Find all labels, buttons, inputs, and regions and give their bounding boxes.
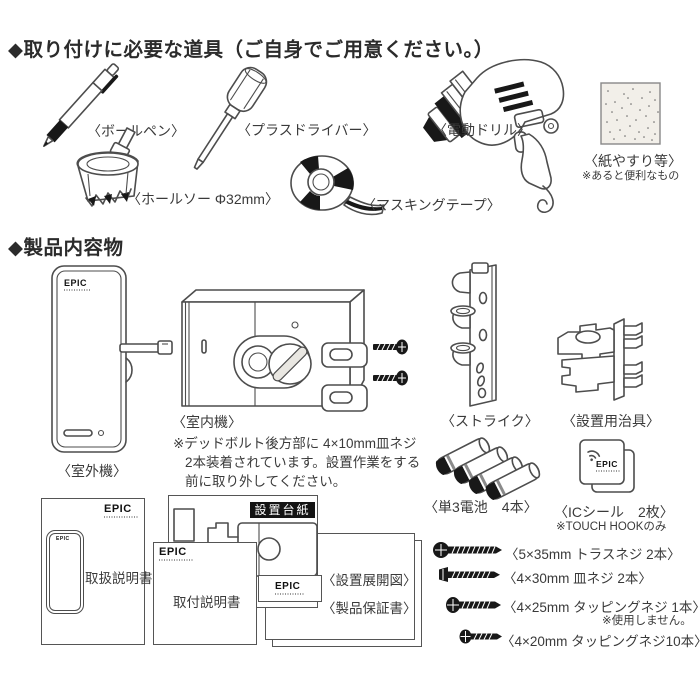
hole-saw-illustration bbox=[76, 127, 139, 207]
install-manual-label: 取付説明書 bbox=[173, 595, 241, 610]
pen-label: 〈ボールペン〉 bbox=[87, 123, 185, 139]
epic-logo-subline bbox=[596, 469, 620, 472]
handling-manual-cover-device-picture: EPIC bbox=[46, 530, 84, 614]
epic-logo-text: EPIC bbox=[159, 546, 187, 558]
ic-seal-note: ※TOUCH HOOKのみ bbox=[556, 521, 667, 533]
masking-tape-illustration bbox=[290, 155, 385, 216]
device-picture-inner-frame bbox=[49, 533, 81, 611]
contents-section-title: ◆製品内容物 bbox=[8, 237, 124, 259]
epic-logo-text: EPIC bbox=[104, 503, 132, 515]
epic-logo-subline bbox=[104, 516, 138, 518]
sandpaper-label: 〈紙やすり等〉 bbox=[584, 153, 682, 169]
tapping-screw-20-label: 〈4×20mm タッピングネジ10本〉 bbox=[501, 634, 700, 649]
ballpoint-pen-illustration bbox=[43, 63, 120, 147]
electric-drill-illustration bbox=[423, 58, 565, 213]
epic-logo-text: EPIC bbox=[64, 278, 88, 288]
indoor-unit-label: 〈室内機〉 bbox=[172, 414, 242, 430]
epic-logo-subline bbox=[64, 289, 90, 291]
phillips-screwdriver-illustration bbox=[193, 66, 268, 170]
layout-sheet-label: 〈設置展開図〉 bbox=[322, 573, 417, 588]
warranty-label: 〈製品保証書〉 bbox=[322, 601, 417, 616]
drill-label: 〈電動ドリル〉 bbox=[433, 122, 531, 138]
template-brand-box: EPIC bbox=[258, 575, 322, 602]
truss-screw-illustration bbox=[433, 542, 502, 558]
template-tag: 設置台紙 bbox=[250, 502, 315, 518]
tapping-screw-25-note: ※使用しません。 bbox=[602, 615, 692, 627]
epic-logo-subline bbox=[159, 559, 193, 561]
epic-logo-text: EPIC bbox=[275, 581, 301, 592]
tapping-screw-25-label: 〈4×25mm タッピングネジ 1本〉 bbox=[503, 600, 700, 615]
preinstalled-screw-2 bbox=[373, 370, 408, 386]
installation-jig-illustration bbox=[557, 318, 643, 401]
indoor-unit-note-line2: 2本装着されています。設置作業をする bbox=[185, 455, 421, 470]
install-manual-brand-logo: EPIC bbox=[159, 547, 193, 561]
epic-logo-subline bbox=[275, 593, 305, 595]
epic-logo-text: EPIC bbox=[596, 459, 618, 469]
truss-screw-label: 〈5×35mm トラスネジ 2本〉 bbox=[505, 547, 681, 562]
epic-logo-text: EPIC bbox=[56, 536, 70, 542]
indoor-unit-note-line3: 前に取り外してください。 bbox=[185, 474, 347, 489]
install-manual-booklet: EPIC 取付説明書 bbox=[153, 542, 257, 645]
device-picture-brand-logo: EPIC bbox=[56, 537, 72, 542]
strike-label: 〈ストライク〉 bbox=[441, 413, 539, 429]
flat-screw-illustration bbox=[439, 567, 500, 582]
hole-saw-label: 〈ホールソー Φ32mm〉 bbox=[127, 191, 279, 207]
tapping-screw-25-illustration bbox=[446, 597, 501, 613]
sandpaper-note: ※あると便利なもの bbox=[582, 170, 680, 182]
handling-manual-booklet: EPIC EPIC 取扱説明書 bbox=[41, 498, 153, 645]
outdoor-unit-label: 〈室外機〉 bbox=[57, 463, 127, 479]
strike-illustration bbox=[450, 262, 497, 407]
sandpaper-illustration bbox=[600, 82, 661, 145]
handling-manual-brand-logo: EPIC bbox=[104, 504, 138, 518]
handling-manual-label: 取扱説明書 bbox=[85, 571, 153, 586]
masking-tape-label: 〈マスキングテープ〉 bbox=[362, 197, 501, 213]
outdoor-unit-brand-logo: EPIC bbox=[64, 279, 90, 291]
installation-jig-label: 〈設置用治具〉 bbox=[562, 413, 660, 429]
indoor-unit-illustration bbox=[181, 289, 408, 412]
indoor-unit-note-line1: ※デッドボルト後方部に 4×10mm皿ネジ bbox=[173, 436, 417, 451]
ic-seal-label: 〈ICシール 2枚〉 bbox=[554, 504, 674, 520]
preinstalled-screw-1 bbox=[373, 339, 408, 355]
tapping-screw-20-illustration bbox=[459, 629, 502, 644]
outdoor-unit-illustration bbox=[51, 265, 173, 453]
battery-label: 〈単3電池 4本〉 bbox=[424, 499, 538, 515]
ic-seal-brand-logo: EPIC bbox=[596, 460, 620, 472]
screwdriver-label: 〈プラスドライバー〉 bbox=[237, 122, 377, 138]
flat-screw-label: 〈4×30mm 皿ネジ 2本〉 bbox=[503, 571, 652, 586]
tools-section-title: ◆取り付けに必要な道具（ご自身でご用意ください。） bbox=[8, 39, 494, 61]
template-brand-logo: EPIC bbox=[275, 582, 305, 595]
batteries-illustration bbox=[435, 437, 541, 500]
